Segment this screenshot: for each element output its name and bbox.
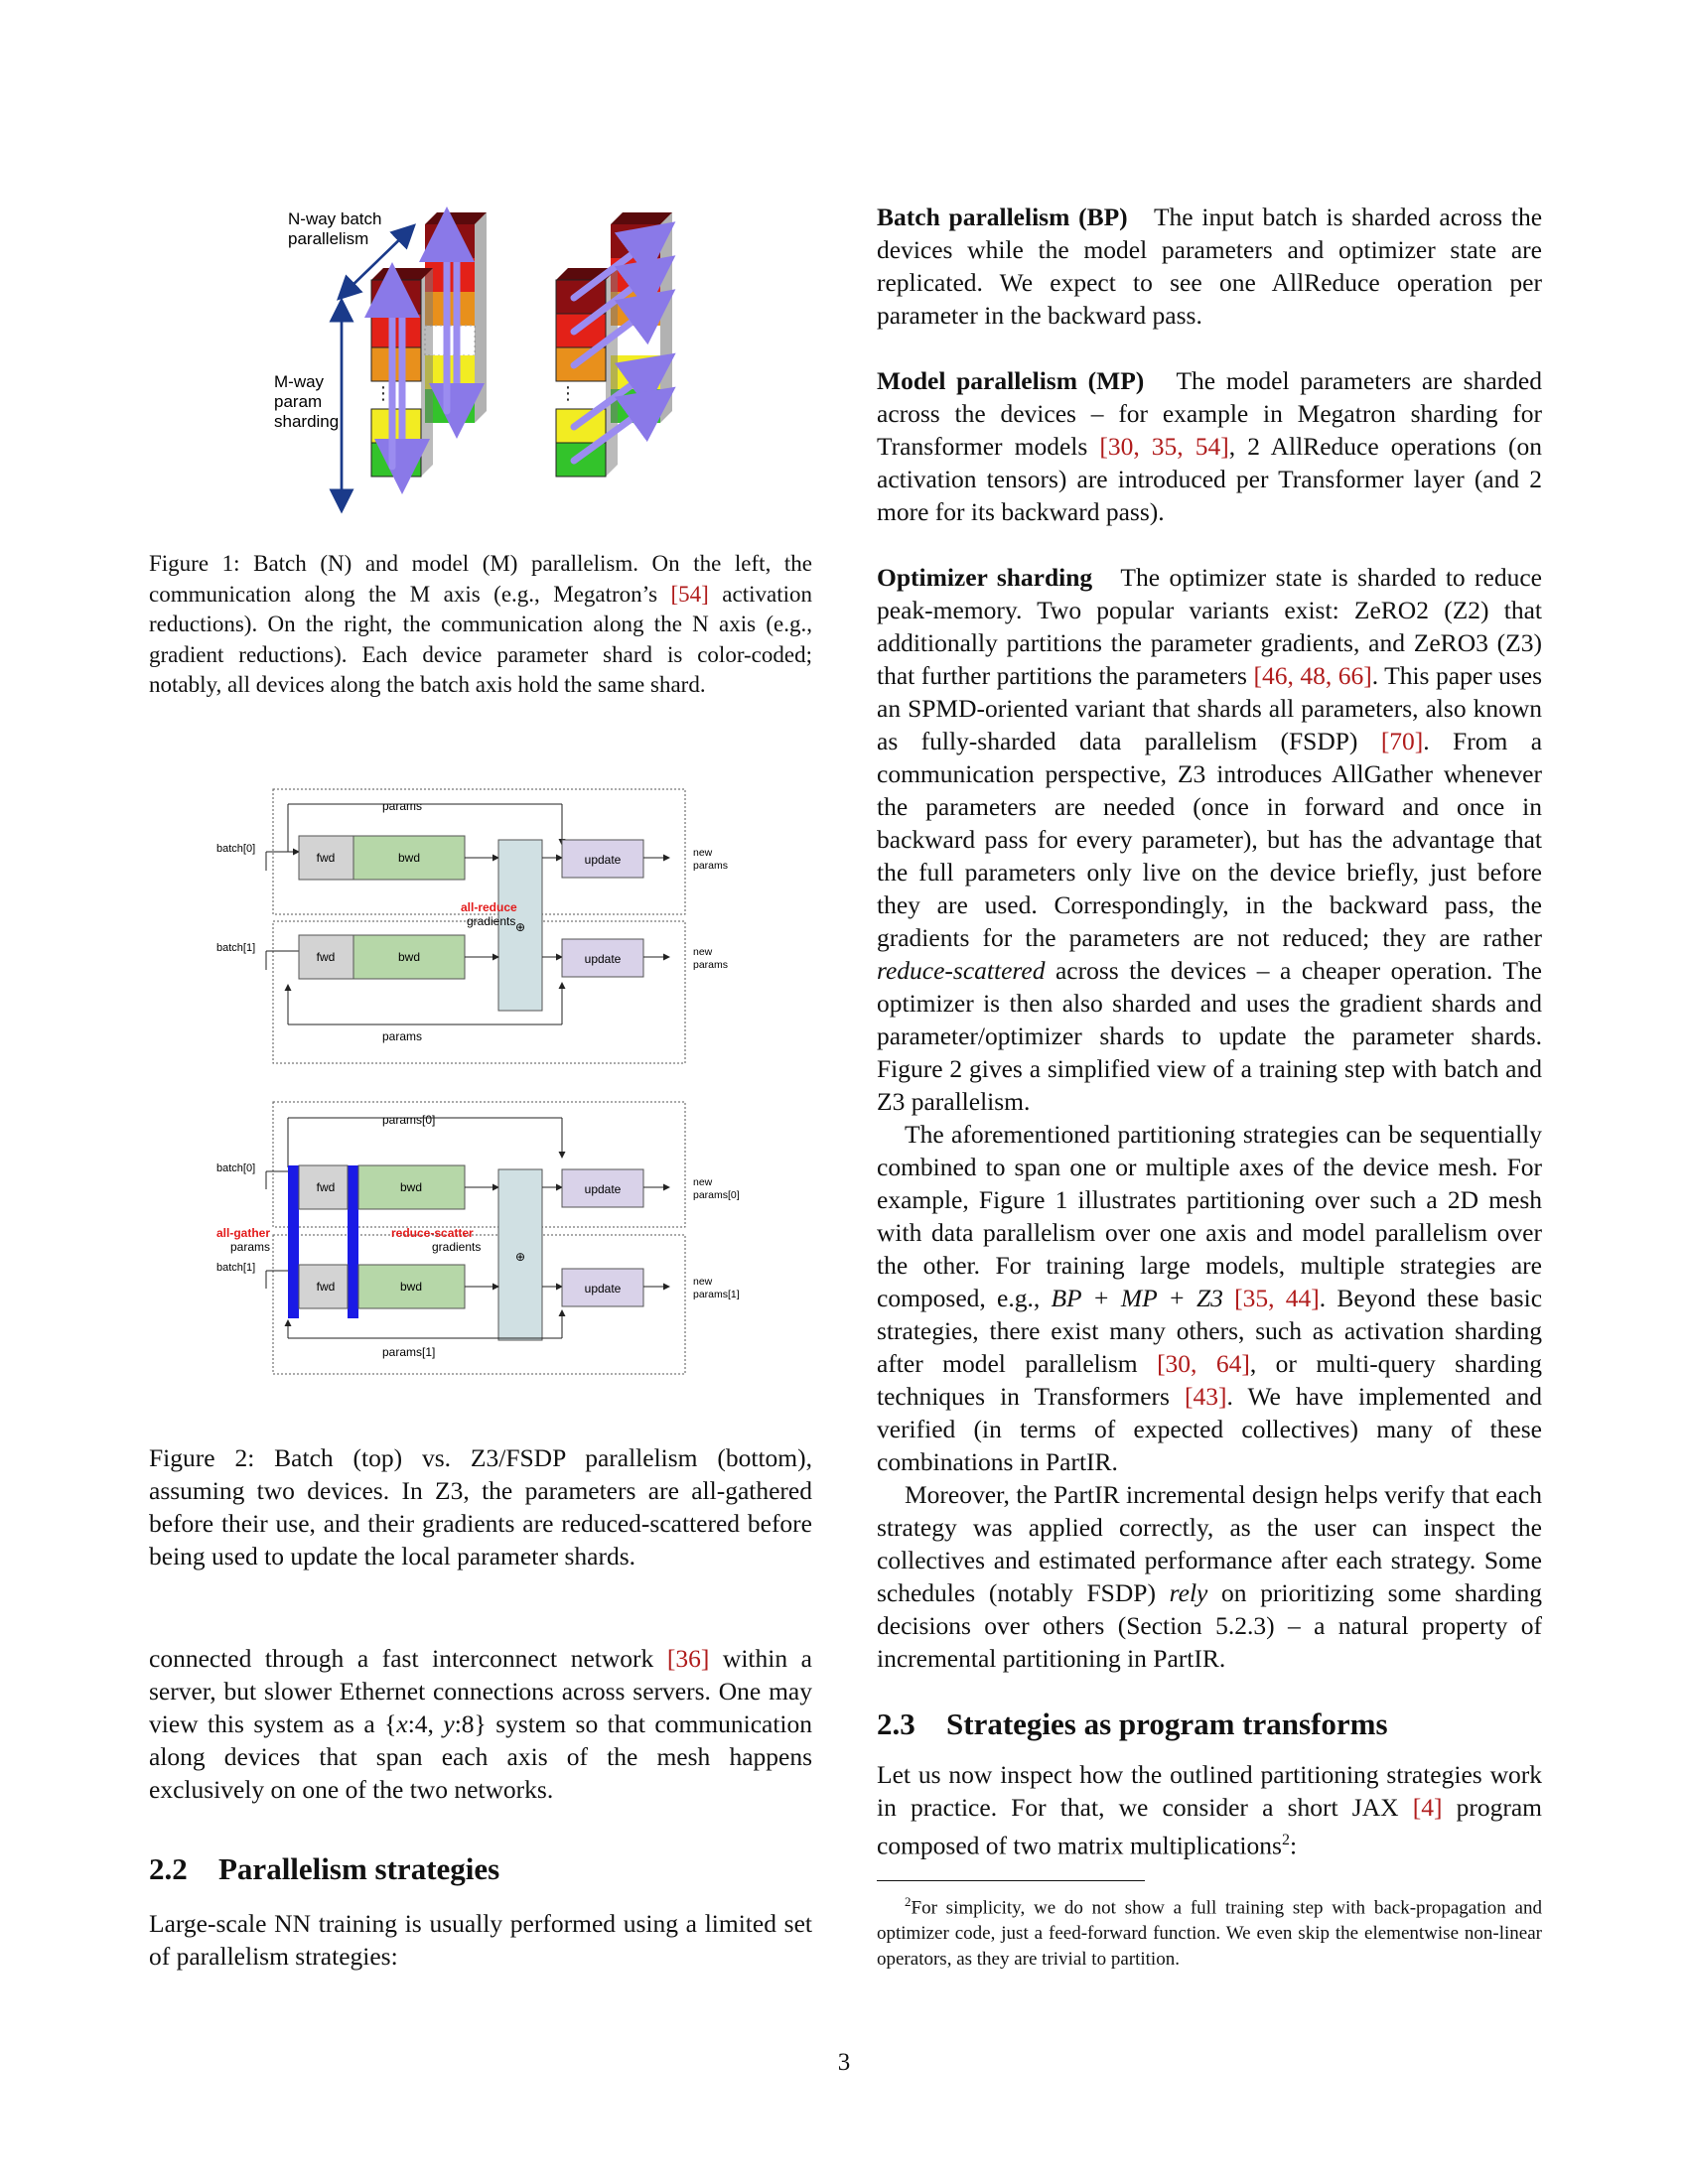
figure-2-caption: Figure 2: Batch (top) vs. Z3/FSDP parall… [149, 1441, 812, 1572]
bp-heading: Batch parallelism (BP) [877, 203, 1128, 231]
right-column-body: Batch parallelism (BP) The input batch i… [877, 201, 1542, 1973]
top-new-0-l2: params [693, 860, 728, 872]
right-stack-front: ⋮ [555, 268, 618, 478]
citation-mp[interactable]: [30, 35, 54] [1099, 432, 1229, 461]
paragraph-optimizer-sharding: Optimizer sharding The optimizer state i… [877, 563, 1543, 1116]
bottom-params1: params[1] [382, 1345, 435, 1359]
figure-1-caption-text-2: activation reductions). On the right, th… [149, 581, 812, 698]
top-fwd-0: fwd [317, 851, 336, 865]
top-new-0-l1: new [693, 847, 713, 859]
bottom-sum: ⊕ [515, 1250, 525, 1264]
svg-text:⋮: ⋮ [559, 383, 577, 403]
citation-36[interactable]: [36] [666, 1644, 710, 1673]
citation-35-44[interactable]: [35, 44] [1234, 1284, 1320, 1312]
bottom-allgather: all-gather [216, 1226, 270, 1240]
m-way-label-3: sharding [274, 412, 339, 431]
citation-4[interactable]: [4] [1412, 1793, 1443, 1822]
mp-heading: Model parallelism (MP) [877, 366, 1145, 395]
top-params-label: params [382, 799, 422, 813]
bottom-allgather-params: params [230, 1240, 270, 1254]
figure-1-caption: Figure 1: Batch (N) and model (M) parall… [149, 549, 812, 701]
top-bwd-0: bwd [398, 851, 420, 865]
bottom-fwd-0: fwd [317, 1180, 336, 1194]
bottom-batch0: batch[0] [216, 1162, 255, 1174]
figure-2-caption-text: Figure 2: Batch (top) vs. Z3/FSDP parall… [149, 1443, 812, 1570]
bottom-new-1-l1: new [693, 1276, 713, 1288]
bottom-bwd-0: bwd [400, 1180, 422, 1194]
top-gradients: gradients [467, 914, 515, 928]
figure-2-top: params batch[0] fwd bwd ⊕ update new par… [216, 788, 728, 1064]
bottom-fwd-1: fwd [317, 1280, 336, 1294]
citation-70[interactable]: [70] [1380, 727, 1424, 755]
left-stack-arrows [364, 206, 485, 494]
top-batch0: batch[0] [216, 843, 255, 855]
m-way-label-2: param [274, 392, 322, 411]
figure-2-bottom: params[0] batch[0] fwd bwd ⊕ update new … [216, 1101, 740, 1375]
top-update-1: update [585, 952, 622, 966]
bottom-update-1: update [585, 1282, 622, 1296]
citation-zero[interactable]: [46, 48, 66] [1253, 661, 1372, 690]
bottom-new-1-l2: params[1] [693, 1289, 740, 1300]
top-bwd-1: bwd [398, 950, 420, 964]
bottom-batch1: batch[1] [216, 1262, 255, 1274]
bottom-new-0-l1: new [693, 1176, 713, 1188]
top-sum: ⊕ [515, 920, 525, 934]
paragraph-strategies-intro: Large-scale NN training is usually perfo… [149, 1909, 812, 1971]
m-way-label-1: M-way [274, 372, 325, 391]
citation-30-64[interactable]: [30, 64] [1157, 1349, 1250, 1378]
bottom-new-0-l2: params[0] [693, 1189, 740, 1201]
top-new-1-l1: new [693, 946, 713, 958]
top-fwd-1: fwd [317, 950, 336, 964]
paragraph-incremental-design: Moreover, the PartIR incremental design … [877, 1480, 1542, 1673]
allgather-bar [288, 1165, 299, 1318]
figure-2: params batch[0] fwd bwd ⊕ update new par… [209, 774, 765, 1400]
figure-1: N-way batch parallelism M-way param shar… [258, 199, 715, 526]
page-number: 3 [837, 2049, 851, 2076]
top-params-bottom: params [382, 1029, 422, 1043]
bottom-reducescatter: reduce-scatter [391, 1226, 474, 1240]
reducescatter-bar [348, 1165, 358, 1318]
paragraph-model-parallelism: Model parallelism (MP) The model paramet… [877, 366, 1543, 526]
top-batch1: batch[1] [216, 942, 255, 954]
footnote-2: 2For simplicity, we do not show a full t… [877, 1893, 1542, 1970]
paragraph-batch-parallelism: Batch parallelism (BP) The input batch i… [877, 203, 1543, 330]
top-allreduce: all-reduce [461, 900, 517, 914]
top-new-1-l2: params [693, 959, 728, 971]
bottom-bwd-1: bwd [400, 1280, 422, 1294]
figure-1-citation[interactable]: [54] [670, 581, 709, 607]
figure-1-caption-text: Figure 1: Batch (N) and model (M) parall… [149, 551, 812, 607]
footnote-rule [877, 1879, 1145, 1881]
paragraph-combined-strategies: The aforementioned partitioning strategi… [877, 1120, 1543, 1476]
bottom-params0: params[0] [382, 1113, 435, 1127]
n-way-label-1: N-way batch [288, 209, 381, 228]
svg-text:⋮: ⋮ [374, 383, 392, 403]
figure-1-diagram: N-way batch parallelism M-way param shar… [274, 206, 676, 514]
bottom-update-0: update [585, 1182, 622, 1196]
right-stack-arrows [570, 221, 676, 465]
paragraph-jax-program: Let us now inspect how the outlined part… [877, 1760, 1542, 1860]
bottom-gradients: gradients [432, 1240, 481, 1254]
left-column-body: connected through a fast interconnect ne… [149, 1642, 812, 1973]
figure-2-diagram: params batch[0] fwd bwd ⊕ update new par… [216, 788, 740, 1375]
citation-43[interactable]: [43] [1185, 1382, 1227, 1411]
os-heading: Optimizer sharding [877, 563, 1093, 592]
paragraph-network: connected through a fast interconnect ne… [149, 1644, 813, 1804]
top-update-0: update [585, 853, 622, 867]
n-way-label-2: parallelism [288, 229, 368, 248]
